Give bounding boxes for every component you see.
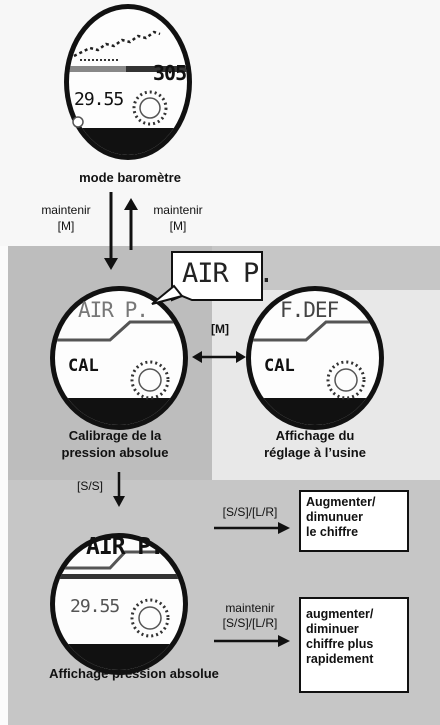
barometer-seg-digits: 305 — [153, 61, 187, 85]
increase-decrease-box: Augmenter/ dimunuer le chiffre — [299, 490, 409, 552]
calibration-caption-1: Calibrage de la — [68, 428, 162, 443]
m-switch-label: [M] — [211, 322, 229, 336]
hold-m-left-label-1: maintenir — [41, 203, 91, 217]
increase-box-line-3: le chiffre — [306, 525, 359, 539]
calibration-caption-2: pression absolue — [61, 445, 169, 460]
calibration-lcd-value: CAL — [68, 356, 99, 376]
hold-m-right-label-1: maintenir — [153, 203, 203, 217]
fast-box-line-3: chiffre plus — [306, 637, 374, 651]
hold-m-left-label-2: [M] — [57, 219, 75, 233]
calibration-top-text: AIR P. — [78, 298, 149, 322]
absolute-caption: Affichage pression absolue — [49, 666, 219, 681]
barometer-lcd-value: 29.55 — [74, 89, 124, 110]
barometer-caption: mode baromètre — [79, 170, 181, 185]
increase-box-line-2: dimunuer — [306, 510, 363, 524]
zoom-callout-text: AIR P. — [182, 258, 275, 289]
ss-down-label: [S/S] — [76, 479, 103, 493]
fast-box-line-4: rapidement — [306, 652, 374, 666]
hold-ss-lr-label-2: [S/S]/[L/R] — [222, 616, 278, 630]
factory-top-text: F.DEF — [280, 298, 339, 322]
increase-box-line-1: Augmenter/ — [306, 495, 376, 509]
factory-caption-2: réglage à l’usine — [264, 445, 366, 460]
factory-lcd-value: CAL — [264, 356, 295, 376]
fast-box-line-1: augmenter/ — [306, 607, 374, 621]
hold-ss-lr-label-1: maintenir — [225, 601, 275, 615]
hold-m-right-label-2: [M] — [169, 219, 187, 233]
factory-caption-1: Affichage du — [275, 428, 355, 443]
ss-lr-label: [S/S]/[L/R] — [222, 505, 278, 519]
absolute-top-text: AIR P. — [86, 534, 164, 560]
fast-box-line-2: diminuer — [306, 622, 359, 636]
absolute-lcd-value: 29.55 — [70, 596, 120, 617]
fast-change-box: augmenter/ diminuer chiffre plus rapidem… — [299, 597, 409, 693]
